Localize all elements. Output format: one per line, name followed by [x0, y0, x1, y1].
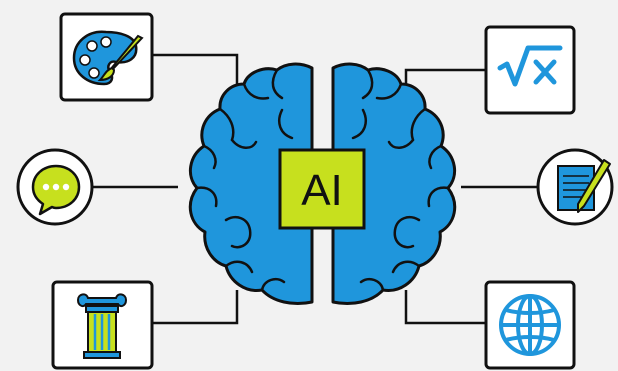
brain-illustration: AI: [188, 62, 457, 305]
brain-right-hemisphere: [331, 62, 457, 305]
ai-chip: [278, 148, 366, 230]
node-writing: [536, 148, 614, 226]
chat-bubble-icon: [31, 164, 81, 216]
node-history: [51, 280, 154, 370]
palette-icon: [72, 30, 144, 86]
notepad-pencil-icon: [557, 159, 611, 213]
connector-geography: [404, 290, 486, 325]
node-art: [59, 12, 154, 102]
square-root-icon: [497, 45, 563, 87]
ai-label: AI: [301, 166, 343, 215]
node-math: [484, 25, 576, 115]
greek-column-icon: [76, 293, 128, 359]
brain-folds: [195, 68, 450, 292]
globe-icon: [499, 294, 561, 356]
node-geography: [484, 280, 576, 370]
brain-left-hemisphere: [188, 62, 314, 305]
connector-history: [152, 290, 239, 325]
node-chat: [16, 148, 94, 226]
